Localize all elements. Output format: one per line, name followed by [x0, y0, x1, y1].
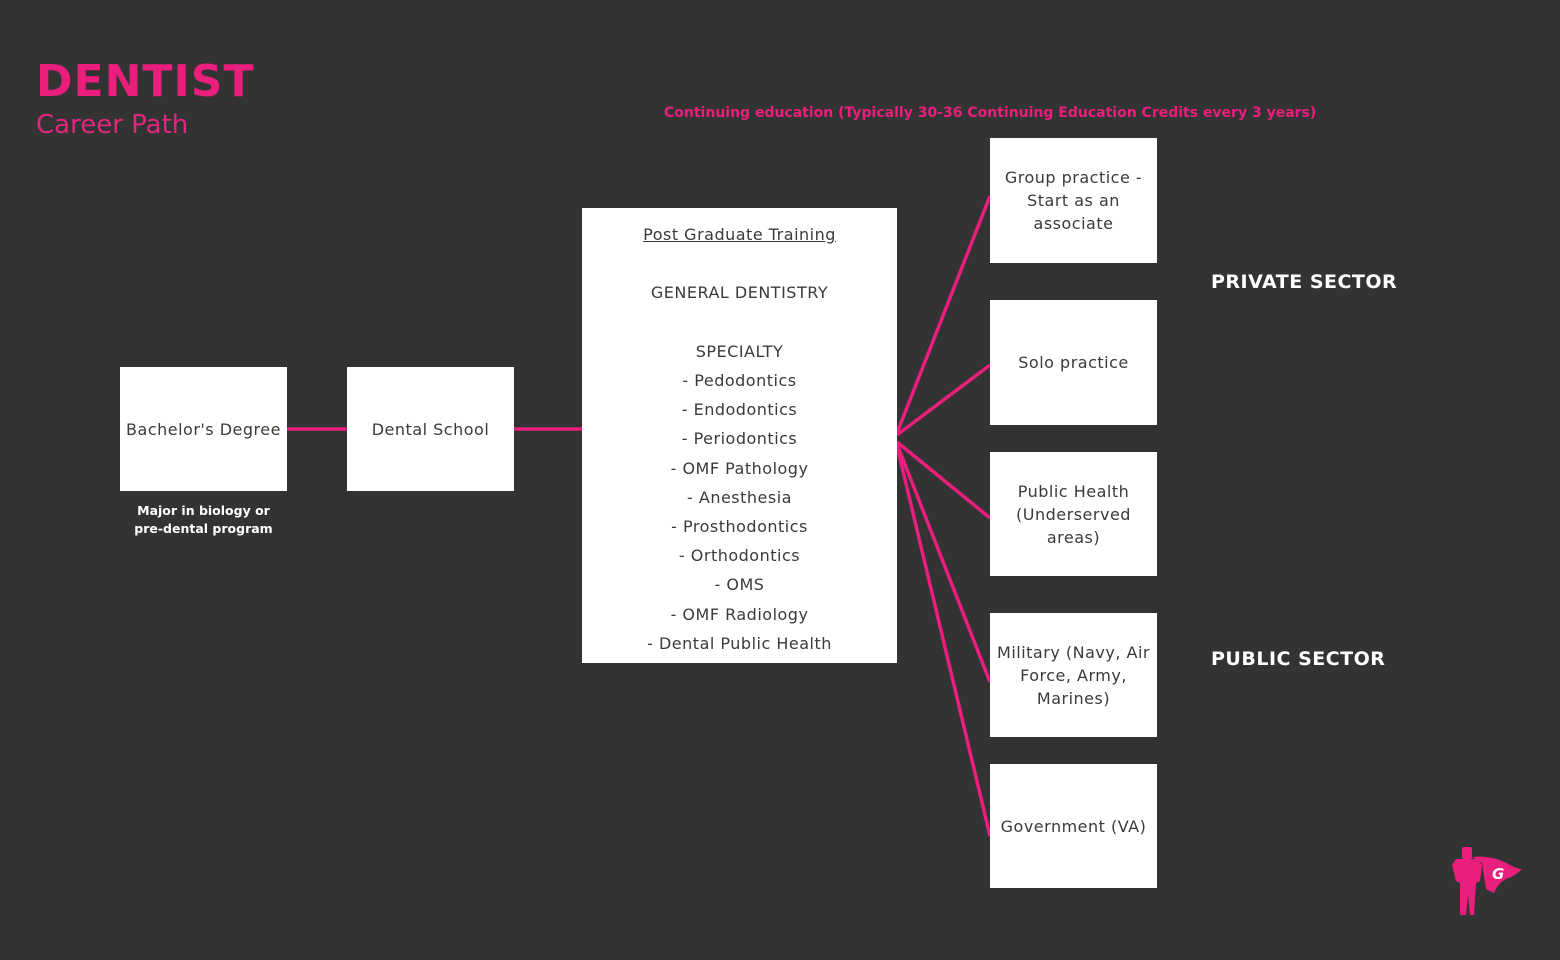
outcome-military: Military (Navy, Air Force, Army, Marines… [990, 613, 1157, 737]
specialty-label: SPECIALTY [695, 341, 784, 361]
connector-group-practice [895, 195, 992, 434]
page-title: DENTIST [36, 56, 255, 107]
page-subtitle: Career Path [36, 110, 189, 140]
bachelors-degree-box: Bachelor's Degree [120, 367, 287, 491]
private-sector-label: PRIVATE SECTOR [1211, 271, 1398, 293]
outcome-public-health: Public Health (Underserved areas) [990, 452, 1157, 576]
outcome-label: Government (VA) [1000, 816, 1147, 836]
outcome-government: Government (VA) [990, 764, 1157, 888]
dental-school-box: Dental School [347, 367, 514, 491]
outcome-solo-practice: Solo practice [990, 300, 1157, 425]
logo-letter: G [1492, 865, 1504, 883]
connector-solo-practice [895, 363, 992, 437]
connector-government [895, 445, 992, 837]
specialty-item: - Periodontics [681, 429, 798, 449]
bachelors-note: Major in biology or pre-dental program [110, 502, 297, 538]
specialty-item: - OMF Radiology [670, 604, 809, 624]
post-grad-heading: Post Graduate Training [643, 225, 836, 244]
post-graduate-training-box: Post Graduate Training GENERAL DENTISTRY… [582, 208, 897, 663]
connector-public-health [895, 440, 992, 520]
specialty-item: - Orthodontics [678, 546, 801, 566]
public-sector-label: PUBLIC SECTOR [1211, 648, 1386, 670]
note-line: pre-dental program [134, 521, 273, 536]
outcome-group-practice: Group practice - Start as an associate [990, 138, 1157, 263]
outcome-label: Military (Navy, Air Force, Army, Marines… [997, 642, 1150, 708]
general-dentistry-label: GENERAL DENTISTRY [650, 283, 829, 303]
connector-military [895, 443, 992, 683]
dental-school-label: Dental School [371, 419, 490, 439]
specialty-item: - Anesthesia [687, 487, 792, 507]
specialty-item: - OMS [714, 575, 765, 595]
note-line: Major in biology or [137, 503, 270, 518]
specialty-item: - Endodontics [681, 400, 798, 420]
outcome-label: Solo practice [1018, 353, 1129, 372]
specialty-item: - OMF Pathology [670, 458, 809, 478]
specialty-item: - Dental Public Health [647, 633, 832, 653]
bachelors-degree-label: Bachelor's Degree [126, 419, 281, 439]
outcome-label: Public Health (Underserved areas) [1016, 481, 1131, 547]
superhero-logo-icon: G [1452, 847, 1522, 915]
outcome-label: Group practice - Start as an associate [1004, 168, 1143, 233]
specialty-item: - Pedodontics [682, 371, 797, 391]
continuing-education-label: Continuing education (Typically 30-36 Co… [664, 105, 1317, 121]
specialty-item: - Prosthodontics [671, 517, 808, 537]
